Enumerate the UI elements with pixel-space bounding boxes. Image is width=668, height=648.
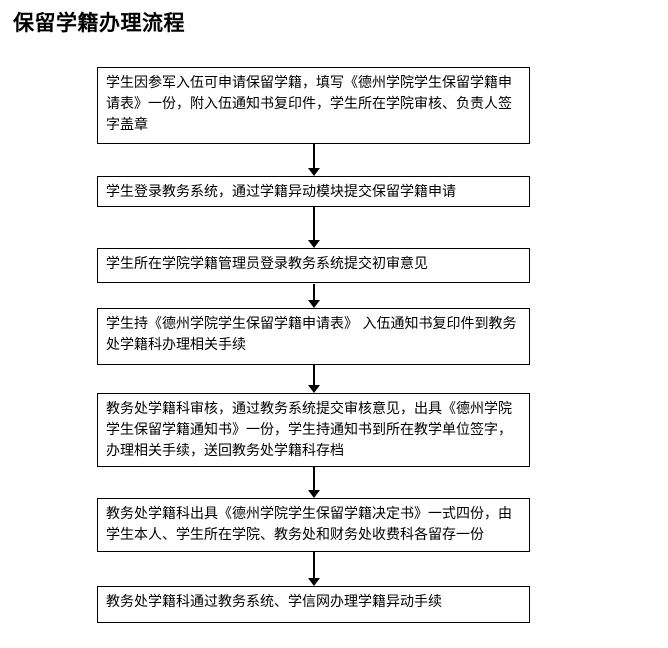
arrow-down-icon — [307, 168, 320, 176]
flow-step-5: 教务处学籍科审核，通过教务系统提交审核意见，出具《德州学院学生保留学籍通知书》一… — [97, 393, 530, 467]
flow-step-3: 学生所在学院学籍管理员登录教务系统提交初审意见 — [97, 248, 530, 283]
arrow-shaft — [312, 365, 315, 385]
flow-step-7: 教务处学籍科通过教务系统、学信网办理学籍异动手续 — [97, 586, 530, 623]
flow-step-4: 学生持《德州学院学生保留学籍申请表》 入伍通知书复印件到教务处学籍科办理相关手续 — [97, 308, 530, 365]
flow-step-2: 学生登录教务系统，通过学籍异动模块提交保留学籍申请 — [97, 176, 530, 207]
arrow-down-icon — [307, 240, 320, 248]
page-title: 保留学籍办理流程 — [13, 10, 185, 35]
flow-arrow-1 — [307, 144, 320, 176]
flow-arrow-5 — [307, 467, 320, 498]
flow-step-6: 教务处学籍科出具《德州学院学生保留学籍决定书》一式四份，由学生本人、学生所在学院… — [97, 498, 530, 552]
flow-arrow-6 — [307, 552, 320, 586]
flow-arrow-3 — [307, 284, 320, 308]
arrow-shaft — [312, 207, 315, 240]
arrow-down-icon — [307, 300, 320, 308]
flow-arrow-2 — [307, 207, 320, 248]
arrow-shaft — [312, 144, 315, 168]
arrow-down-icon — [307, 385, 320, 393]
arrow-shaft — [312, 467, 315, 490]
arrow-down-icon — [307, 578, 320, 586]
arrow-shaft — [312, 552, 315, 578]
flow-step-1: 学生因参军入伍可申请保留学籍，填写《德州学院学生保留学籍申请表》一份，附入伍通知… — [97, 67, 530, 144]
arrow-shaft — [312, 284, 315, 300]
arrow-down-icon — [307, 490, 320, 498]
flow-arrow-4 — [307, 365, 320, 393]
